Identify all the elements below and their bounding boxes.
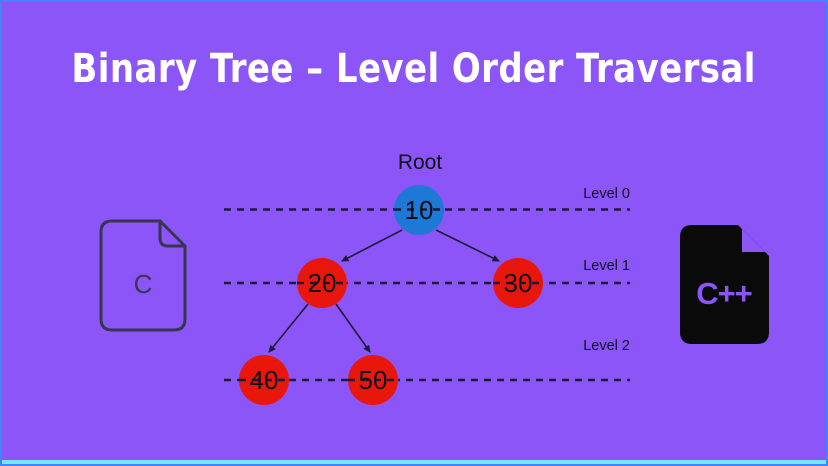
tree-node-20-circle	[297, 258, 347, 308]
level-1-label: Level 1	[583, 258, 630, 274]
title-bar: Binary Tree – Level Order Traversal	[2, 46, 826, 92]
tree-node-40-value: 40	[250, 365, 279, 395]
c-file-outline	[99, 219, 187, 332]
cpp-file-icon: C++	[680, 225, 769, 344]
tree-node-30-value: 30	[504, 268, 533, 298]
tree-node-40-circle	[239, 355, 289, 405]
c-file-icon: C	[99, 219, 187, 332]
bottom-cyan-strip	[2, 460, 826, 464]
tree-node-50-value: 50	[359, 365, 388, 395]
level-0-label: Level 0	[583, 186, 630, 202]
tree-node-50-circle	[348, 355, 398, 405]
cpp-file-fold	[742, 229, 765, 252]
c-file-label: C	[134, 269, 153, 299]
page-title: Binary Tree – Level Order Traversal	[71, 46, 757, 92]
tree-node-10-circle	[394, 185, 444, 235]
tree-node-30-circle	[493, 258, 543, 308]
c-file-fold	[158, 219, 187, 248]
edge-10-20	[341, 229, 403, 262]
level-2-label: Level 2	[583, 338, 630, 354]
cpp-file-body	[680, 225, 769, 344]
edge-10-30	[435, 229, 500, 262]
tree-node-20-value: 20	[308, 268, 337, 298]
tree-node-10-value: 10	[405, 195, 434, 225]
edge-20-50	[335, 303, 371, 353]
edge-20-40	[268, 303, 309, 353]
cpp-file-label: C++	[696, 276, 752, 311]
root-label: Root	[398, 151, 443, 174]
